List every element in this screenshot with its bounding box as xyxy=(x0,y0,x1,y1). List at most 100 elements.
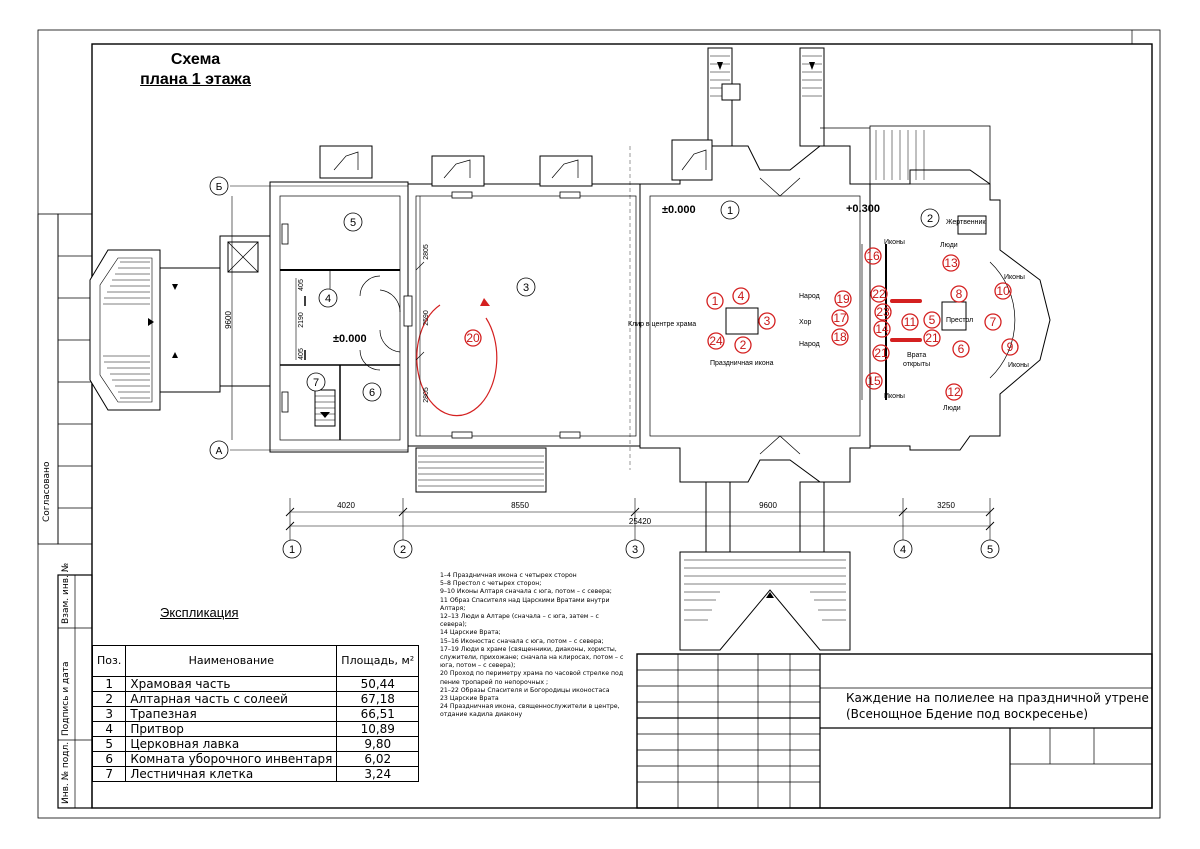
dim-v-2805b: 2805 xyxy=(423,387,430,403)
marker-8: 8 xyxy=(956,287,963,301)
label-icons-south: Иконы xyxy=(884,393,905,400)
label-holiday-icon: Праздничная икона xyxy=(710,360,774,367)
side-label-sign: Подпись и дата xyxy=(61,661,71,736)
legend-note: 1–4 Праздничная икона с четырех сторон xyxy=(440,572,577,579)
title-block-grid xyxy=(636,653,1153,809)
marker-19: 19 xyxy=(836,292,850,306)
label-kliros: Клир в центре храма xyxy=(628,321,696,328)
marker-9: 9 xyxy=(1007,340,1014,354)
legend-note: 15–16 Иконостас сначала с юга, потом – с… xyxy=(440,637,604,645)
side-label-inv-sub: Взам. инв. № xyxy=(61,562,71,624)
axis-row-b: Б xyxy=(216,182,223,193)
room-1: 1 xyxy=(727,205,733,217)
label-people-north: Народ xyxy=(799,293,820,300)
stamp-title: Каждение на полиелее на праздничной утре… xyxy=(846,690,1152,722)
side-label-agreed: Согласовано xyxy=(42,461,52,522)
censing-markers: 1 2 3 4 5 6 7 8 9 10 11 12 13 14 15 16 1… xyxy=(464,247,1019,401)
label-icons-north: Иконы xyxy=(884,239,905,246)
room-7: 7 xyxy=(313,377,319,389)
marker-6: 6 xyxy=(958,342,965,356)
marker-10: 10 xyxy=(996,284,1010,298)
label-gates-2: открыты xyxy=(903,361,930,368)
legend-note: 9–10 Иконы Алтаря сначала с юга, потом –… xyxy=(440,588,612,596)
legend-note: 20 Проход по периметру храма по часовой … xyxy=(440,670,624,686)
plan-title: Схема плана 1 этажа xyxy=(128,50,263,90)
dim-v-2190: 2190 xyxy=(298,312,305,328)
marker-2: 2 xyxy=(740,338,747,352)
explication-title: Экспликация xyxy=(160,605,239,620)
label-zhertvennik: Жертвенник xyxy=(946,219,986,226)
axis-col-2: 2 xyxy=(400,544,406,556)
level-altar: +0.300 xyxy=(846,203,880,215)
col-name: Наименование xyxy=(125,645,338,677)
side-label-inv-orig: Инв. № подл. xyxy=(61,741,71,804)
marker-17: 17 xyxy=(833,311,847,325)
building-plan xyxy=(89,47,1051,651)
col-pos: Поз. xyxy=(91,645,127,677)
marker-18: 18 xyxy=(833,330,847,344)
legend-notes: 1–4 Праздничная икона с четырех сторон 5… xyxy=(440,572,626,720)
legend-note: 5–8 Престол с четырех сторон; xyxy=(440,580,542,588)
label-icons-east-n: Иконы xyxy=(1004,274,1025,281)
room-6: 6 xyxy=(369,387,375,399)
marker-3: 3 xyxy=(764,314,771,328)
legend-note: 11 Образ Спасителя над Царскими Вратами … xyxy=(440,596,610,612)
marker-14: 14 xyxy=(875,322,889,336)
room-4: 4 xyxy=(325,293,331,305)
stamp-title-line1: Каждение на полиелее на праздничной утре… xyxy=(846,691,1149,705)
axis-lines xyxy=(209,176,425,460)
dim-9600: 9600 xyxy=(759,501,777,510)
label-altar-people-n: Люди xyxy=(940,242,958,249)
room-3: 3 xyxy=(523,282,529,294)
marker-21-east: 21 xyxy=(925,331,939,345)
legend-note: 21–22 Образы Спасителя и Богородицы икон… xyxy=(440,686,610,694)
bottom-dimensions xyxy=(282,498,1000,559)
label-altar-people-s: Люди xyxy=(943,405,961,412)
plan-title-line1: Схема xyxy=(170,51,221,68)
main-church xyxy=(639,47,871,651)
dim-3250: 3250 xyxy=(937,501,955,510)
west-porch xyxy=(89,249,221,411)
marker-15: 15 xyxy=(867,374,881,388)
axis-col-4: 4 xyxy=(900,544,906,556)
label-gates-1: Врата xyxy=(907,352,926,359)
marker-12: 12 xyxy=(947,385,961,399)
marker-16: 16 xyxy=(866,249,880,263)
dim-v-405a: 405 xyxy=(298,279,305,291)
stamp-title-line2: (Всенощное Бдение под воскресенье) xyxy=(846,707,1089,721)
dim-total: 25420 xyxy=(629,517,652,526)
label-choir: Хор xyxy=(799,319,811,326)
room-5: 5 xyxy=(350,217,356,229)
marker-21-south: 21 xyxy=(874,346,888,360)
west-block xyxy=(219,181,409,453)
marker-22: 22 xyxy=(872,287,886,301)
level-main: ±0.000 xyxy=(662,204,696,216)
marker-13: 13 xyxy=(944,256,958,270)
dim-v-2590: 2590 xyxy=(423,310,430,326)
marker-11: 11 xyxy=(904,315,917,329)
marker-24: 24 xyxy=(709,334,723,348)
axis-row-a: А xyxy=(216,446,223,457)
room-numbers xyxy=(306,200,940,402)
legend-note: 24 Праздничная икона, священнослужители … xyxy=(440,703,620,719)
refectory-hall xyxy=(281,155,641,493)
dim-4020: 4020 xyxy=(337,501,355,510)
explication-header-row: Поз. Наименование Площадь, м² xyxy=(91,645,420,677)
dim-v-405b: 405 xyxy=(298,348,305,360)
marker-20: 20 xyxy=(466,331,480,345)
legend-note: 14 Царские Врата; xyxy=(440,629,501,637)
legend-note: 12–13 Люди в Алтаре (сначала – с юга, за… xyxy=(440,613,599,629)
axis-col-5: 5 xyxy=(987,544,993,556)
level-refectory: ±0.000 xyxy=(333,333,367,345)
dim-v-9600: 9600 xyxy=(224,311,233,329)
axis-col-1: 1 xyxy=(289,544,295,556)
axis-col-3: 3 xyxy=(632,544,638,556)
